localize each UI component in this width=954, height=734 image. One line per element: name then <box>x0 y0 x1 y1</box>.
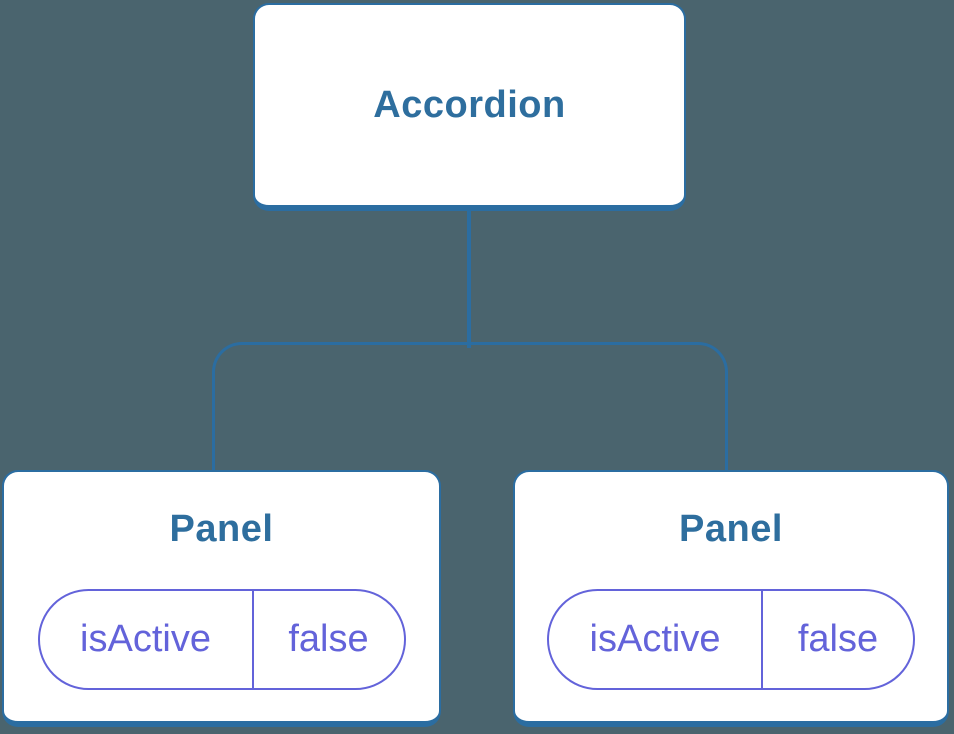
prop-value: false <box>288 618 369 660</box>
accordion-node-label: Accordion <box>373 83 566 126</box>
accordion-node: Accordion <box>253 3 686 211</box>
connector-stem <box>467 211 471 348</box>
prop-pill: isActive false <box>547 589 915 690</box>
connector-bracket <box>212 342 728 470</box>
prop-pill: isActive false <box>37 589 406 690</box>
panel-node-label: Panel <box>679 508 783 550</box>
panel-node-left: Panel isActive false <box>2 470 441 727</box>
panel-node-right: Panel isActive false <box>513 470 949 727</box>
prop-name: isActive <box>40 591 254 688</box>
panel-node-label: Panel <box>169 508 274 550</box>
prop-name: isActive <box>549 591 763 688</box>
prop-value: false <box>797 618 879 660</box>
